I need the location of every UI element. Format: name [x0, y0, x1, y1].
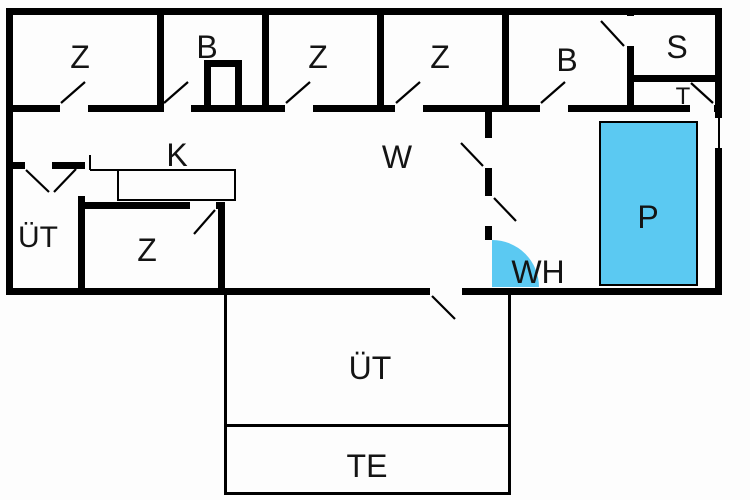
room-label-z3: Z: [430, 39, 450, 75]
terrace-wall: [224, 295, 227, 495]
wall-segment: [262, 8, 269, 112]
wall-segment: [6, 162, 25, 169]
wall-segment: [78, 162, 85, 168]
terrace-wall: [224, 492, 511, 495]
counter-outline: [117, 169, 236, 201]
wall-segment: [714, 105, 722, 112]
door-swing: [285, 81, 311, 104]
room-label-t: T: [676, 83, 691, 110]
wall-segment: [225, 288, 430, 295]
room-label-b2: B: [556, 42, 577, 78]
wall-segment: [627, 75, 722, 82]
window-line: [718, 118, 720, 148]
wall-segment: [78, 202, 190, 209]
wall-segment: [78, 196, 85, 288]
wall-segment: [52, 162, 85, 169]
room-label-w: W: [382, 139, 413, 175]
wall-segment: [6, 8, 722, 15]
wall-segment: [204, 60, 211, 112]
door-swings: [25, 20, 714, 320]
wall-segment: [313, 105, 395, 112]
room-label-z1: Z: [70, 39, 90, 75]
wall-segment: [510, 288, 722, 295]
wall-segment: [377, 8, 384, 112]
room-labels: Z B Z Z B S T K W ÜT Z WH P ÜT TE: [18, 29, 691, 484]
wall-segment: [485, 226, 492, 240]
wall-segment: [715, 8, 722, 118]
walls: [6, 8, 722, 495]
room-label-z4: Z: [137, 232, 157, 268]
room-label-uet-bottom: ÜT: [349, 350, 392, 386]
room-label-uet-left: ÜT: [18, 221, 58, 254]
door-swing: [600, 20, 625, 47]
room-label-p: P: [637, 199, 658, 235]
room-label-k: K: [166, 137, 187, 173]
door-swing: [431, 295, 456, 320]
wall-segment: [462, 288, 510, 295]
door-swing: [25, 169, 50, 193]
wall-segment: [6, 8, 13, 295]
wall-segment: [485, 168, 492, 196]
wall-segment: [6, 288, 225, 295]
wall-segment: [502, 8, 509, 112]
room-label-z2: Z: [308, 39, 328, 75]
door-swing: [163, 81, 189, 104]
wall-segment: [423, 105, 540, 112]
wall-segment: [627, 8, 634, 16]
wall-segment: [218, 202, 225, 288]
wall-segment: [204, 60, 242, 67]
wall-segment: [715, 148, 722, 295]
terrace-wall: [224, 424, 511, 427]
wall-segment: [235, 60, 242, 112]
wh-door-swing: [492, 240, 539, 287]
room-label-s: S: [666, 29, 687, 65]
door-swing: [193, 209, 216, 235]
terrace-wall: [508, 295, 511, 495]
kitchen-counter: [89, 155, 236, 201]
wall-segment: [157, 8, 164, 112]
door-swing: [395, 81, 421, 104]
room-label-wh: WH: [511, 254, 564, 290]
door-swing: [460, 142, 484, 167]
door-swing: [53, 168, 77, 193]
door-swing: [690, 82, 714, 104]
door-swing: [540, 81, 566, 104]
wall-segment: [8, 105, 60, 112]
door-swing: [60, 81, 86, 104]
wall-segment: [88, 105, 163, 112]
room-label-te: TE: [347, 448, 388, 484]
wall-segment: [485, 112, 492, 138]
door-swing: [493, 197, 517, 222]
pool-area: [599, 121, 698, 286]
room-label-b1: B: [196, 29, 217, 65]
